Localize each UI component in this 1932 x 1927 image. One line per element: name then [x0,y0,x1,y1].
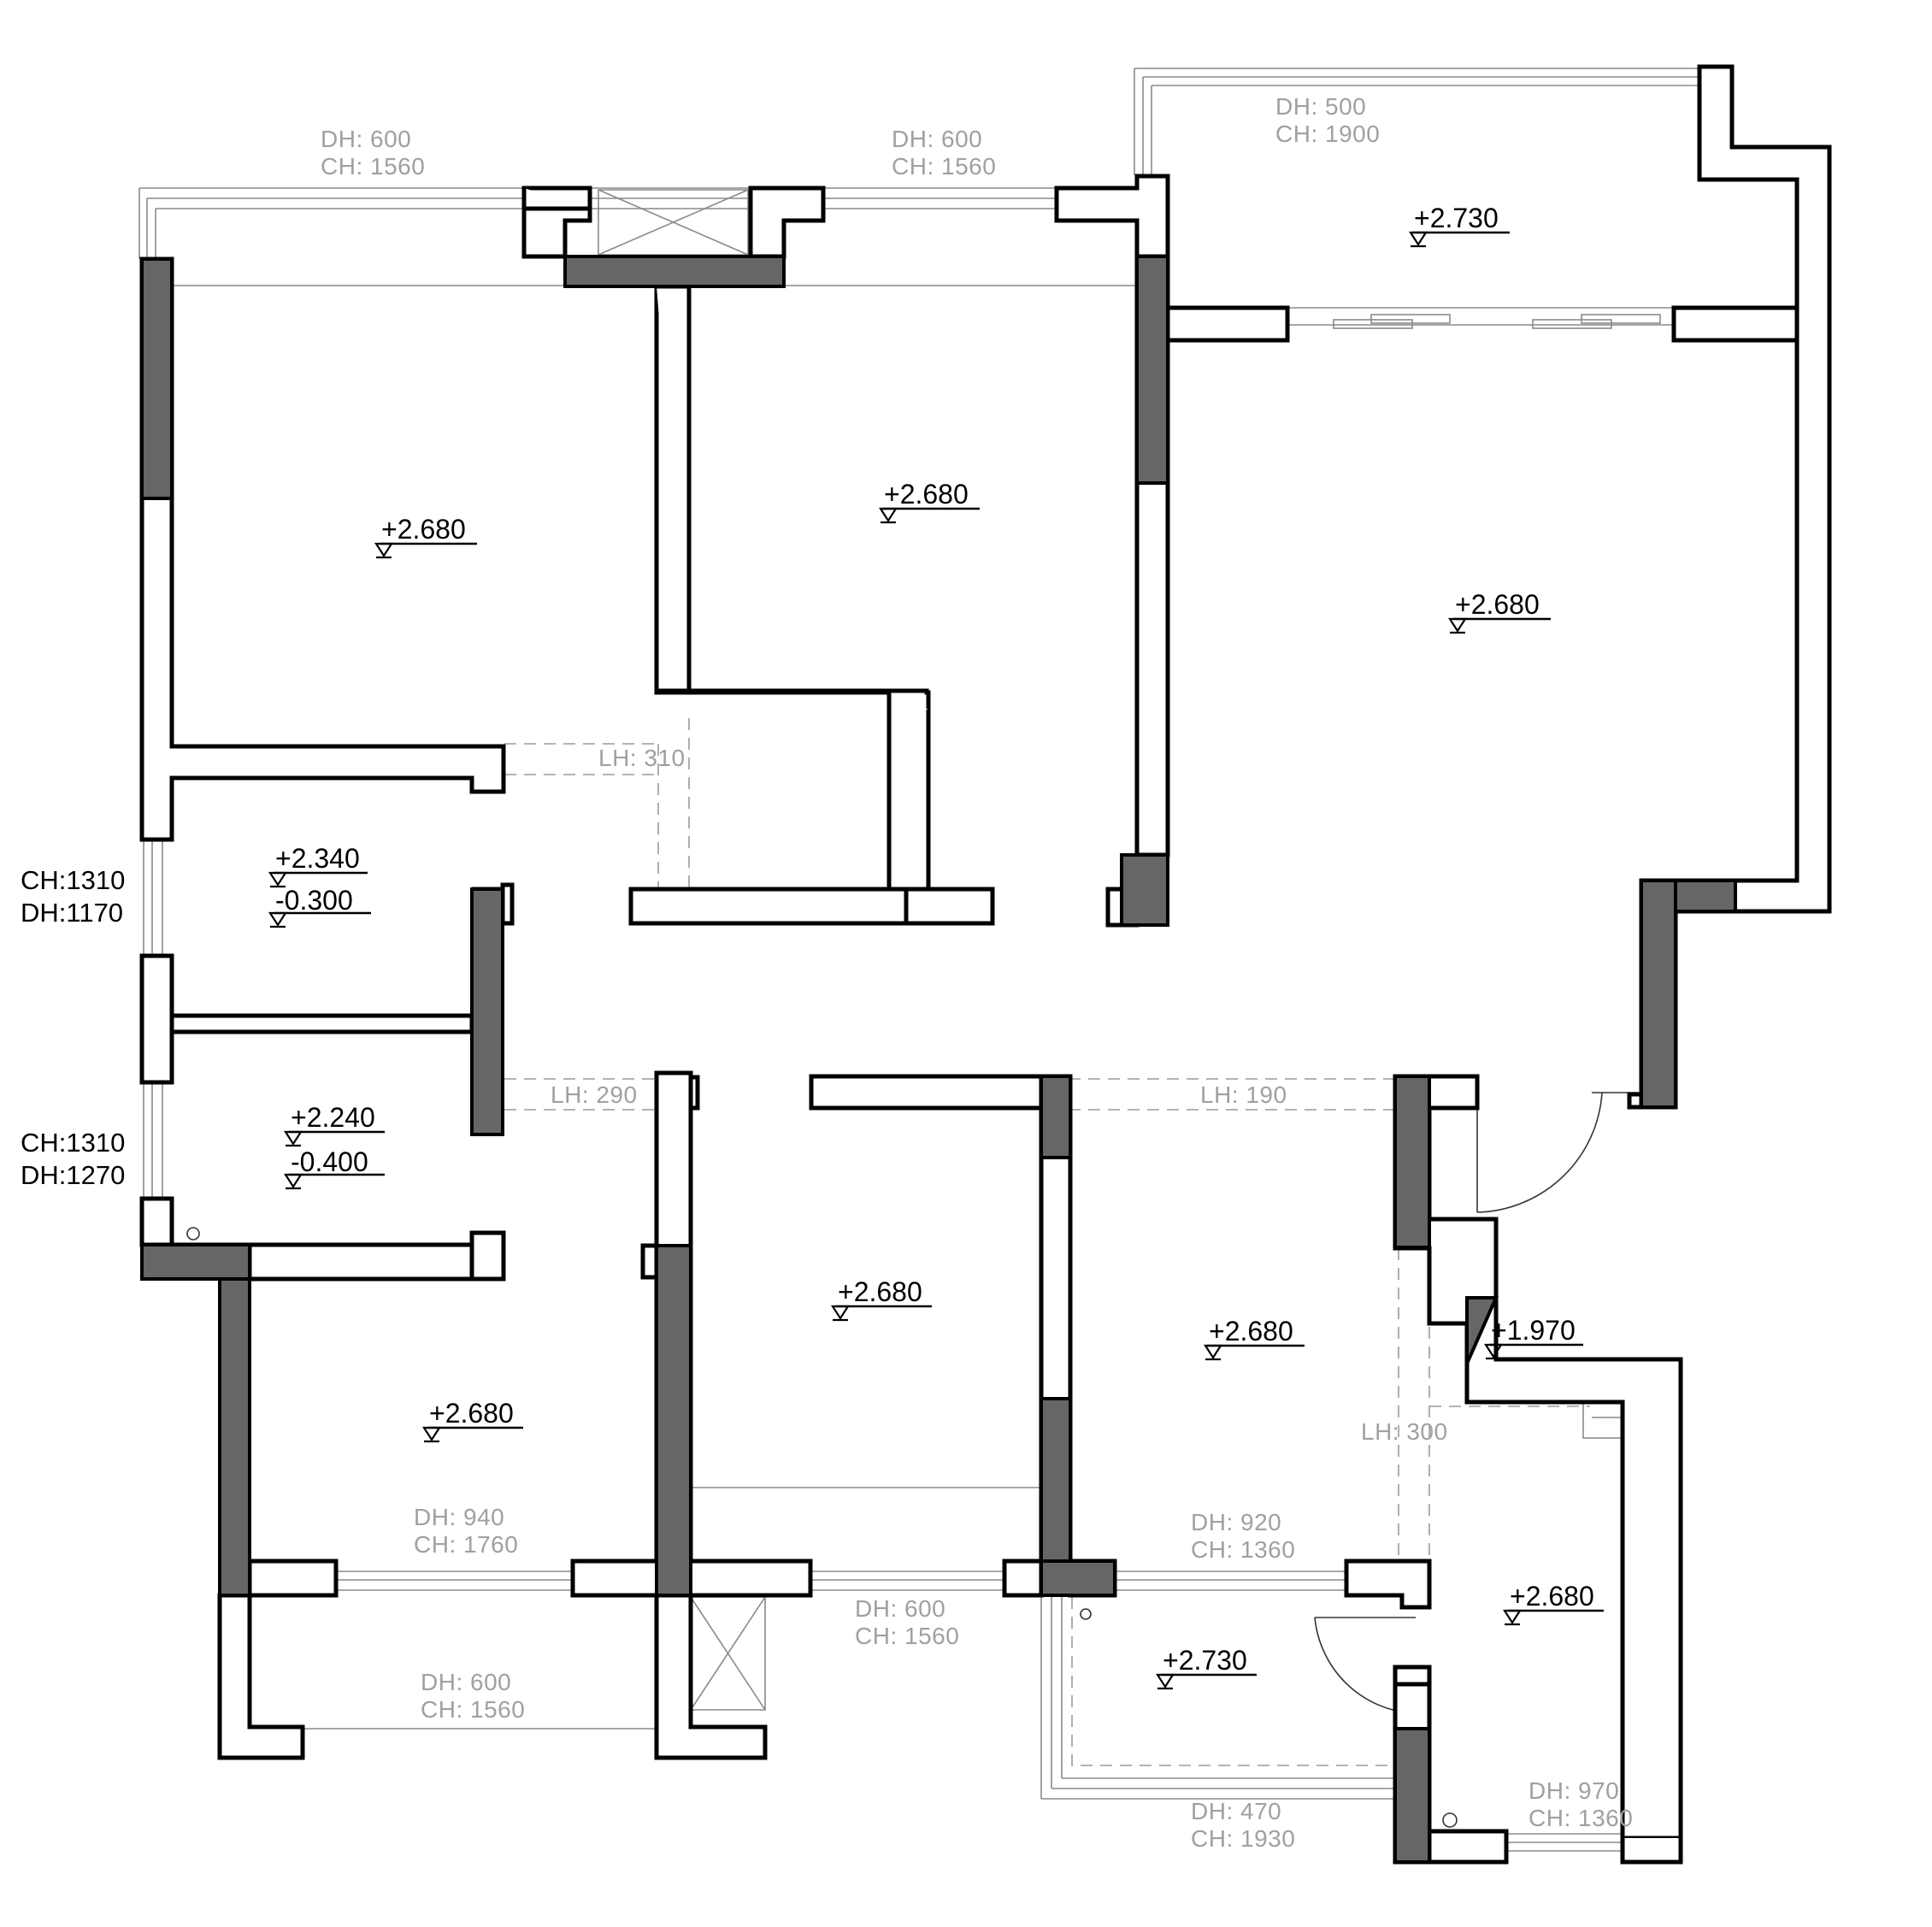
opening-dh: DH: 600 [892,126,982,152]
level-marker: +2.680 [421,1398,523,1443]
level-marker: +2.340 [268,843,368,888]
level-marker: +2.680 [374,514,477,559]
column [140,1243,251,1281]
level-label: +2.730 [1163,1645,1247,1676]
opening-ch: CH: 1930 [1191,1825,1295,1852]
opening-dh: DH: 600 [855,1595,945,1622]
level-label: +2.240 [291,1102,375,1133]
level-marker: -0.400 [283,1146,385,1190]
level-marker: -0.300 [268,885,371,928]
lintel-label: LH: 290 [551,1081,638,1108]
lintel-dashes [504,718,1590,1766]
column [655,1244,692,1597]
column [1040,1075,1072,1159]
column [218,1277,251,1597]
column [140,257,174,500]
lintel-label: LH: 190 [1200,1081,1287,1108]
level-marker: +2.730 [1155,1645,1257,1690]
column [470,887,504,1136]
opening-ch: CH: 1360 [1529,1805,1633,1831]
level-marker: +2.680 [830,1276,932,1322]
opening-dh: DH: 600 [321,126,411,152]
opening-ch: CH: 1560 [855,1623,959,1649]
level-label: +2.680 [381,514,466,545]
column [1040,1397,1072,1563]
columns [140,255,1737,1864]
lintel-label: LH: 300 [1361,1418,1448,1445]
opening-ch: CH: 1560 [892,153,996,180]
opening-dh: DH: 920 [1191,1509,1281,1535]
level-label: +2.680 [838,1276,922,1307]
level-markers: +2.680 +2.680 +2.730 +2.680 +2.340 -0.30… [268,203,1604,1690]
column [563,255,786,288]
level-label: +2.680 [884,479,969,510]
column [1674,879,1737,913]
column [1465,1296,1499,1364]
column [1393,1727,1431,1864]
level-marker: +1.970 [1483,1315,1583,1360]
column [1135,255,1169,485]
column [1640,879,1677,1109]
lintel-label: LH: 310 [598,745,686,771]
level-marker: +2.730 [1408,203,1510,248]
opening-ch: CH:1310 [21,1128,125,1158]
level-marker: +2.240 [283,1102,385,1147]
opening-dh: DH: 970 [1529,1777,1619,1804]
opening-ch: CH: 1360 [1191,1536,1295,1563]
level-label: +2.680 [1510,1581,1594,1612]
level-label: +2.680 [1455,589,1540,620]
level-label: -0.400 [291,1146,368,1177]
level-label: +2.680 [429,1398,514,1429]
opening-dh: DH: 500 [1275,93,1366,120]
level-marker: +2.680 [878,479,980,524]
level-label: +2.340 [275,843,360,874]
column [1120,853,1169,927]
opening-labels: DH: 600 CH: 1560 DH: 600 CH: 1560 DH: 50… [21,93,1633,1852]
column [1040,1559,1116,1597]
level-label: +2.730 [1414,203,1499,233]
level-marker: +2.680 [1447,589,1551,634]
level-marker: +2.680 [1502,1581,1604,1626]
opening-dh: DH: 470 [1191,1798,1281,1824]
level-label: -0.300 [275,885,353,916]
opening-ch: CH:1310 [21,865,125,895]
opening-dh: DH: 600 [421,1669,511,1695]
level-marker: +2.680 [1203,1316,1305,1361]
column [1393,1075,1431,1249]
window-lines [138,68,1699,1852]
level-label: +1.970 [1491,1315,1576,1346]
level-label: +2.680 [1209,1316,1293,1347]
opening-ch: CH: 1900 [1275,121,1380,147]
opening-dh: DH:1170 [21,898,123,928]
opening-dh: DH: 940 [414,1504,504,1530]
opening-ch: CH: 1760 [414,1531,518,1558]
opening-ch: CH: 1560 [321,153,425,180]
opening-ch: CH: 1560 [421,1696,525,1723]
opening-dh: DH:1270 [21,1160,125,1190]
